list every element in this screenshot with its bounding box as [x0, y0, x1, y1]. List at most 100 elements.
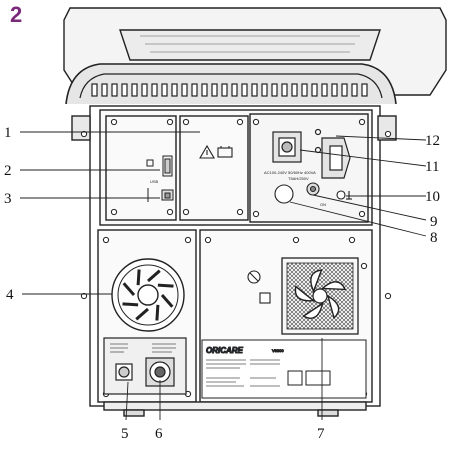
- handle-ridge: [121, 83, 128, 97]
- callout-3: 3: [4, 191, 12, 207]
- handle-ridge: [131, 83, 138, 97]
- grounding-bolt[interactable]: [247, 270, 271, 304]
- fan-blade: [122, 282, 136, 296]
- nurse-call-port[interactable]: [274, 184, 294, 204]
- handle-ridge: [171, 83, 178, 97]
- handle-ridge: [341, 83, 348, 97]
- handle-ridge: [271, 83, 278, 97]
- callout-numbers: 1 2 3 4 5 6 7 8 9 10 11 12: [4, 125, 440, 442]
- grille-fan-blade: [302, 302, 324, 319]
- handle-ridge: [311, 83, 318, 97]
- connector-plate: [103, 337, 187, 395]
- handle-ridge: [151, 83, 158, 97]
- handle-ridge: [91, 83, 98, 97]
- usb-label-text: USB: [150, 179, 159, 184]
- brand-logo-text: ORICARE: [206, 346, 244, 355]
- fan-blade: [135, 307, 149, 321]
- screw: [236, 118, 244, 126]
- screw: [80, 292, 88, 300]
- screws: [80, 118, 392, 398]
- screw: [110, 208, 118, 216]
- screw: [102, 236, 110, 244]
- leader-lines: [20, 131, 427, 421]
- callout-12: 12: [425, 133, 440, 149]
- fan-blade: [155, 304, 160, 321]
- usb-port[interactable]: [146, 155, 173, 177]
- handle-ridge: [361, 83, 368, 97]
- network-port[interactable]: [147, 188, 174, 202]
- handle-ridge: [161, 83, 168, 97]
- screw: [110, 118, 118, 126]
- handle-ridge: [181, 83, 188, 97]
- screw: [358, 210, 366, 218]
- product-label: ORICARE V8800: [201, 339, 367, 399]
- grille-fan-blade: [310, 269, 323, 294]
- fuse-holder[interactable]: [314, 128, 351, 179]
- warning-battery-icon: [199, 144, 233, 159]
- fan-blade: [157, 283, 174, 288]
- equipotential-terminal[interactable]: [336, 190, 352, 200]
- handle-ridge: [331, 83, 338, 97]
- handle-ridge: [221, 83, 228, 97]
- screw: [384, 292, 392, 300]
- screw: [236, 208, 244, 216]
- screw: [358, 118, 366, 126]
- handle-ridge: [241, 83, 248, 97]
- figure-number: 2: [10, 2, 23, 27]
- screw: [348, 236, 356, 244]
- fan-blade: [136, 269, 141, 286]
- grille-fan-blade: [320, 281, 347, 291]
- screw: [166, 118, 174, 126]
- handle-ridge: [251, 83, 258, 97]
- handle-ridge: [111, 83, 118, 97]
- callout-11: 11: [425, 159, 439, 175]
- callout-5: 5: [121, 426, 129, 442]
- screw: [166, 208, 174, 216]
- handle-ridge: [321, 83, 328, 97]
- screw: [292, 236, 300, 244]
- fan-blade: [147, 269, 161, 283]
- callout-8: 8: [430, 230, 438, 246]
- handle-ridge: [261, 83, 268, 97]
- handle-ridge: [291, 83, 298, 97]
- callout-4: 4: [6, 287, 14, 303]
- fuse-rating-text: T5AH/250V: [288, 176, 309, 181]
- handle-ridge: [191, 83, 198, 97]
- screw: [252, 118, 260, 126]
- screw: [252, 210, 260, 218]
- callout-2: 2: [4, 163, 12, 179]
- screw: [384, 130, 392, 138]
- on-label-text: ON: [320, 202, 326, 207]
- power-rating-text: AC100-240V 50/60Hz 400VA: [264, 170, 316, 175]
- handle-ridge: [201, 83, 208, 97]
- model-text: V8800: [272, 348, 284, 353]
- handle-ridge: [211, 83, 218, 97]
- screw: [80, 130, 88, 138]
- power-on-port[interactable]: [306, 182, 320, 196]
- callout-1: 1: [4, 125, 12, 141]
- fan-blade: [160, 294, 174, 308]
- screw: [182, 208, 190, 216]
- screw: [184, 236, 192, 244]
- screw: [182, 118, 190, 126]
- handle-ridge: [101, 83, 108, 97]
- callout-6: 6: [155, 426, 163, 442]
- carry-handle: [65, 63, 397, 105]
- handle-ridge: [141, 83, 148, 97]
- callout-9: 9: [430, 214, 438, 230]
- callout-7: 7: [317, 426, 325, 442]
- screw: [360, 262, 368, 270]
- handle-ridge: [231, 83, 238, 97]
- grille-fan-blade: [294, 285, 316, 302]
- power-inlet[interactable]: [272, 131, 302, 163]
- fan-blade: [122, 302, 139, 307]
- handle-ridge: [281, 83, 288, 97]
- grille-fan-blade: [326, 294, 340, 320]
- screw: [204, 236, 212, 244]
- handle-ridge: [301, 83, 308, 97]
- handle-ridge: [351, 83, 358, 97]
- callout-10: 10: [425, 189, 440, 205]
- fan-left: [111, 258, 185, 332]
